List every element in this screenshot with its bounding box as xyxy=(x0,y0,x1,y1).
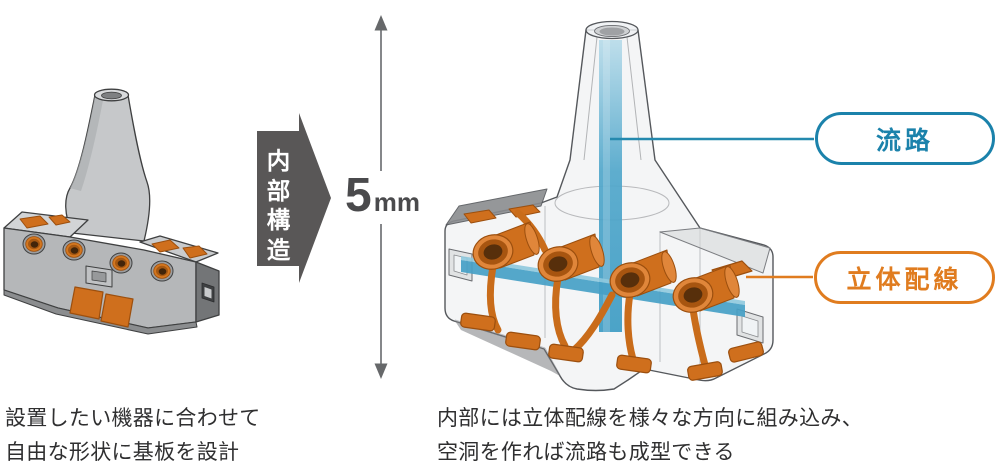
plated-hole xyxy=(22,233,46,255)
flow-path-callout: 流路 xyxy=(815,112,995,165)
caption-left-line1: 設置したい機器に合わせて xyxy=(5,407,261,430)
caption-right: 内部には立体配線を様々な方向に組み込み、 空洞を作れば流路も成型できる xyxy=(437,402,863,470)
dimension-line xyxy=(374,15,388,379)
wiring-callout: 立体配線 xyxy=(814,251,995,304)
copper-pad xyxy=(69,286,104,320)
copper-pad xyxy=(19,215,49,229)
wiring-callout-label: 立体配線 xyxy=(846,265,963,294)
plated-hole xyxy=(109,252,133,274)
transform-arrow-label: 内部構造 xyxy=(266,148,291,263)
connector-barrel xyxy=(672,264,740,313)
flow-path-callout-label: 流路 xyxy=(875,126,934,155)
arrowhead-down xyxy=(374,363,388,379)
plated-hole xyxy=(150,260,174,282)
copper-pad xyxy=(100,293,134,328)
caption-right-line2: 空洞を作れば流路も成型できる xyxy=(437,441,735,464)
caption-left-line2: 自由な形状に基板を設計 xyxy=(5,441,240,464)
connector-barrel xyxy=(537,233,605,282)
solid-model-illustration xyxy=(3,88,220,335)
connector-barrel xyxy=(609,249,677,298)
wiring-pads xyxy=(460,260,764,381)
transform-arrow xyxy=(257,113,331,283)
copper-pad xyxy=(463,209,497,224)
dimension-unit: mm xyxy=(373,187,420,217)
transparent-model-illustration xyxy=(444,20,774,392)
dimension-label: 5 mm xyxy=(341,172,424,220)
flow-channel-vertical xyxy=(599,40,622,332)
caption-right-line1: 内部には立体配線を様々な方向に組み込み、 xyxy=(437,407,863,430)
plated-hole xyxy=(62,239,86,261)
connector-barrel xyxy=(472,221,540,270)
caption-left: 設置したい機器に合わせて 自由な形状に基板を設計 xyxy=(5,402,261,470)
copper-pad xyxy=(48,214,71,226)
arrowhead-up xyxy=(374,15,388,31)
dimension-value: 5 xyxy=(345,169,372,222)
copper-pad xyxy=(151,239,180,253)
copper-pad xyxy=(182,245,208,259)
